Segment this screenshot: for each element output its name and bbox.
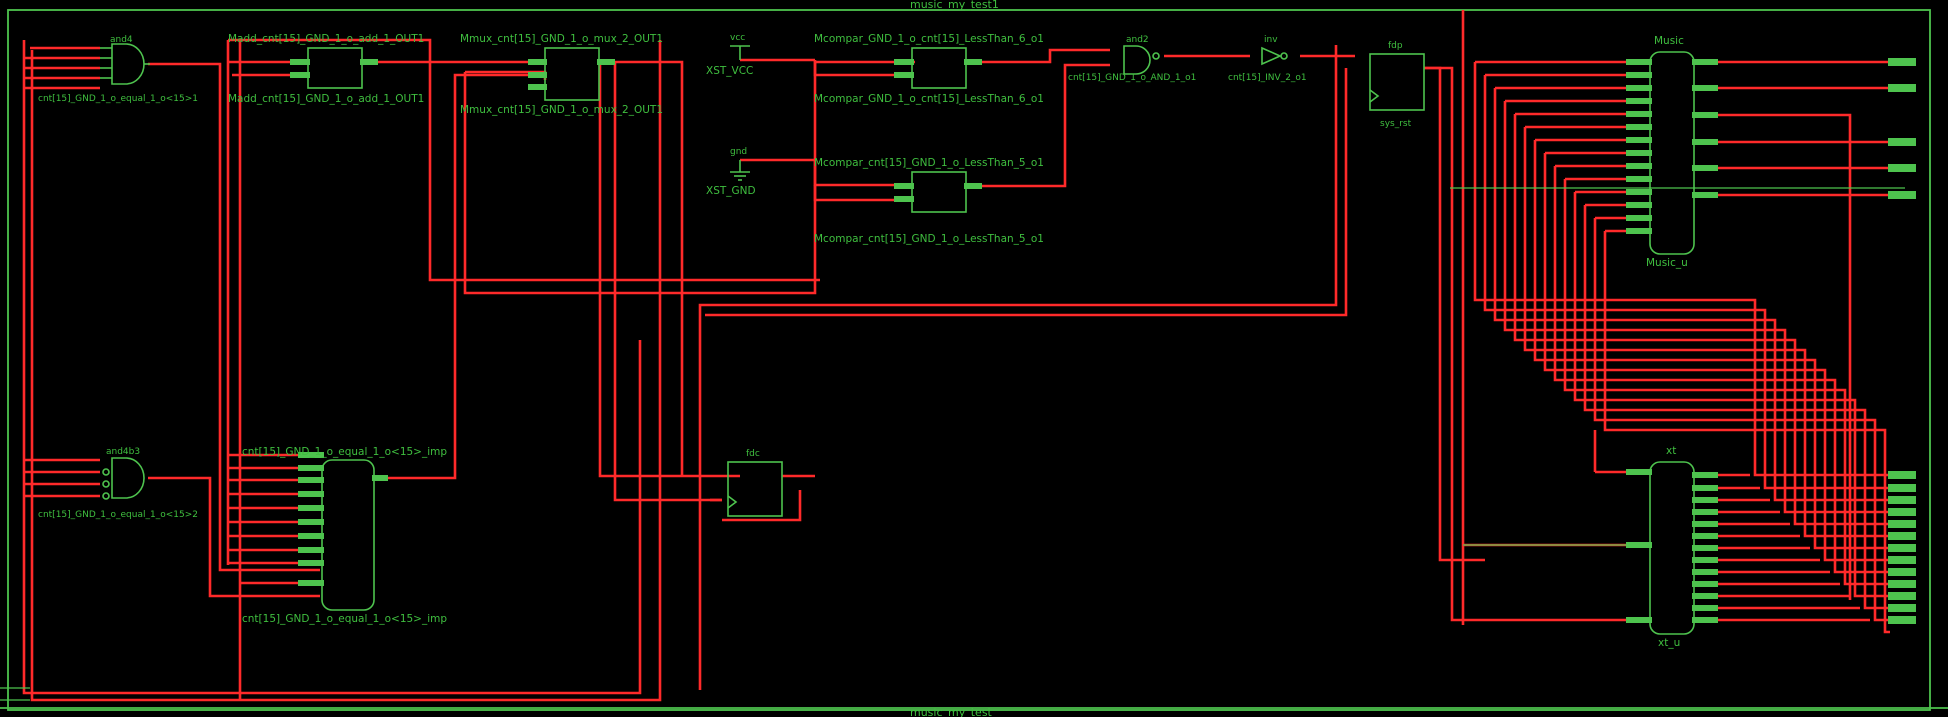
madd-bottom-label: Madd_cnt[15]_GND_1_o_add_1_OUT1 [228,93,424,105]
xt-instance-label: xt_u [1658,637,1680,649]
mmux-top-label: Mmux_cnt[15]_GND_1_o_mux_2_OUT1 [460,33,663,45]
and4-gate[interactable]: and4 cnt[15]_GND_1_o_equal_1_o<15>1 [38,35,198,104]
fdp-instance-label: sys_rst [1380,119,1412,129]
green-wires [0,187,1905,701]
sheet-border [7,9,1931,711]
xt-type-label: xt [1666,445,1676,457]
and4-type-label: and4 [110,35,133,45]
and2-instance-label: cnt[15]_GND_1_o_AND_1_o1 [1068,73,1196,83]
vcc-instance-label: XST_VCC [706,65,753,77]
and2-type-label: and2 [1126,35,1149,45]
mcompar5-bottom-label: Mcompar_cnt[15]_GND_1_o_LessThan_5_o1 [814,233,1044,245]
vcc-source[interactable]: vcc XST_VCC [706,33,753,77]
gnd-type-label: gnd [730,147,747,157]
sheet-title-bottom: music_my_test [910,706,993,717]
inv-type-label: inv [1264,35,1278,45]
equal-imp-block[interactable]: cnt[15]_GND_1_o_equal_1_o<15>_imp cnt[15… [242,446,447,625]
gnd-source[interactable]: gnd XST_GND [706,147,756,197]
and2-gate[interactable]: and2 cnt[15]_GND_1_o_AND_1_o1 [1068,35,1196,83]
mcompar-lessthan5-block[interactable]: Mcompar_cnt[15]_GND_1_o_LessThan_5_o1 Mc… [814,157,1044,245]
and4b3-instance-label: cnt[15]_GND_1_o_equal_1_o<15>2 [38,510,198,520]
mmux-block[interactable]: Mmux_cnt[15]_GND_1_o_mux_2_OUT1 Mmux_cnt… [460,33,663,116]
wires [22,10,1890,702]
music-instance-label: Music_u [1646,257,1688,269]
and4-instance-label: cnt[15]_GND_1_o_equal_1_o<15>1 [38,94,198,104]
vcc-type-label: vcc [730,33,745,43]
inv-gate[interactable]: inv cnt[15]_INV_2_o1 [1228,35,1307,83]
output-ports [1888,58,1916,624]
equal-imp-bottom-label: cnt[15]_GND_1_o_equal_1_o<15>_imp [242,613,447,625]
mcompar6-bottom-label: Mcompar_GND_1_o_cnt[15]_LessThan_6_o1 [814,93,1044,105]
madd-top-label: Madd_cnt[15]_GND_1_o_add_1_OUT1 [228,33,424,45]
inv-instance-label: cnt[15]_INV_2_o1 [1228,73,1307,83]
xt-module[interactable]: xt xt_u [1626,445,1718,649]
equal-imp-top-label: cnt[15]_GND_1_o_equal_1_o<15>_imp [242,446,447,458]
fdp-type-label: fdp [1388,41,1403,51]
mcompar5-top-label: Mcompar_cnt[15]_GND_1_o_LessThan_5_o1 [814,157,1044,169]
fdc-type-label: fdc [746,449,760,459]
and4b3-gate[interactable]: and4b3 cnt[15]_GND_1_o_equal_1_o<15>2 [38,447,198,520]
mmux-bottom-label: Mmux_cnt[15]_GND_1_o_mux_2_OUT1 [460,104,663,116]
fdp-flipflop[interactable]: fdp sys_rst [1369,41,1425,129]
sheet-title-top: music_my_test1 [910,0,999,11]
madd-block[interactable]: Madd_cnt[15]_GND_1_o_add_1_OUT1 Madd_cnt… [228,33,424,105]
music-type-label: Music [1654,35,1684,47]
gnd-instance-label: XST_GND [706,185,756,197]
mcompar6-top-label: Mcompar_GND_1_o_cnt[15]_LessThan_6_o1 [814,33,1044,45]
and4b3-type-label: and4b3 [106,447,140,457]
fdc-flipflop[interactable]: fdc [727,449,783,517]
music-module[interactable]: Music Music_u [1626,35,1718,269]
mcompar-lessthan6-block[interactable]: Mcompar_GND_1_o_cnt[15]_LessThan_6_o1 Mc… [814,33,1044,105]
